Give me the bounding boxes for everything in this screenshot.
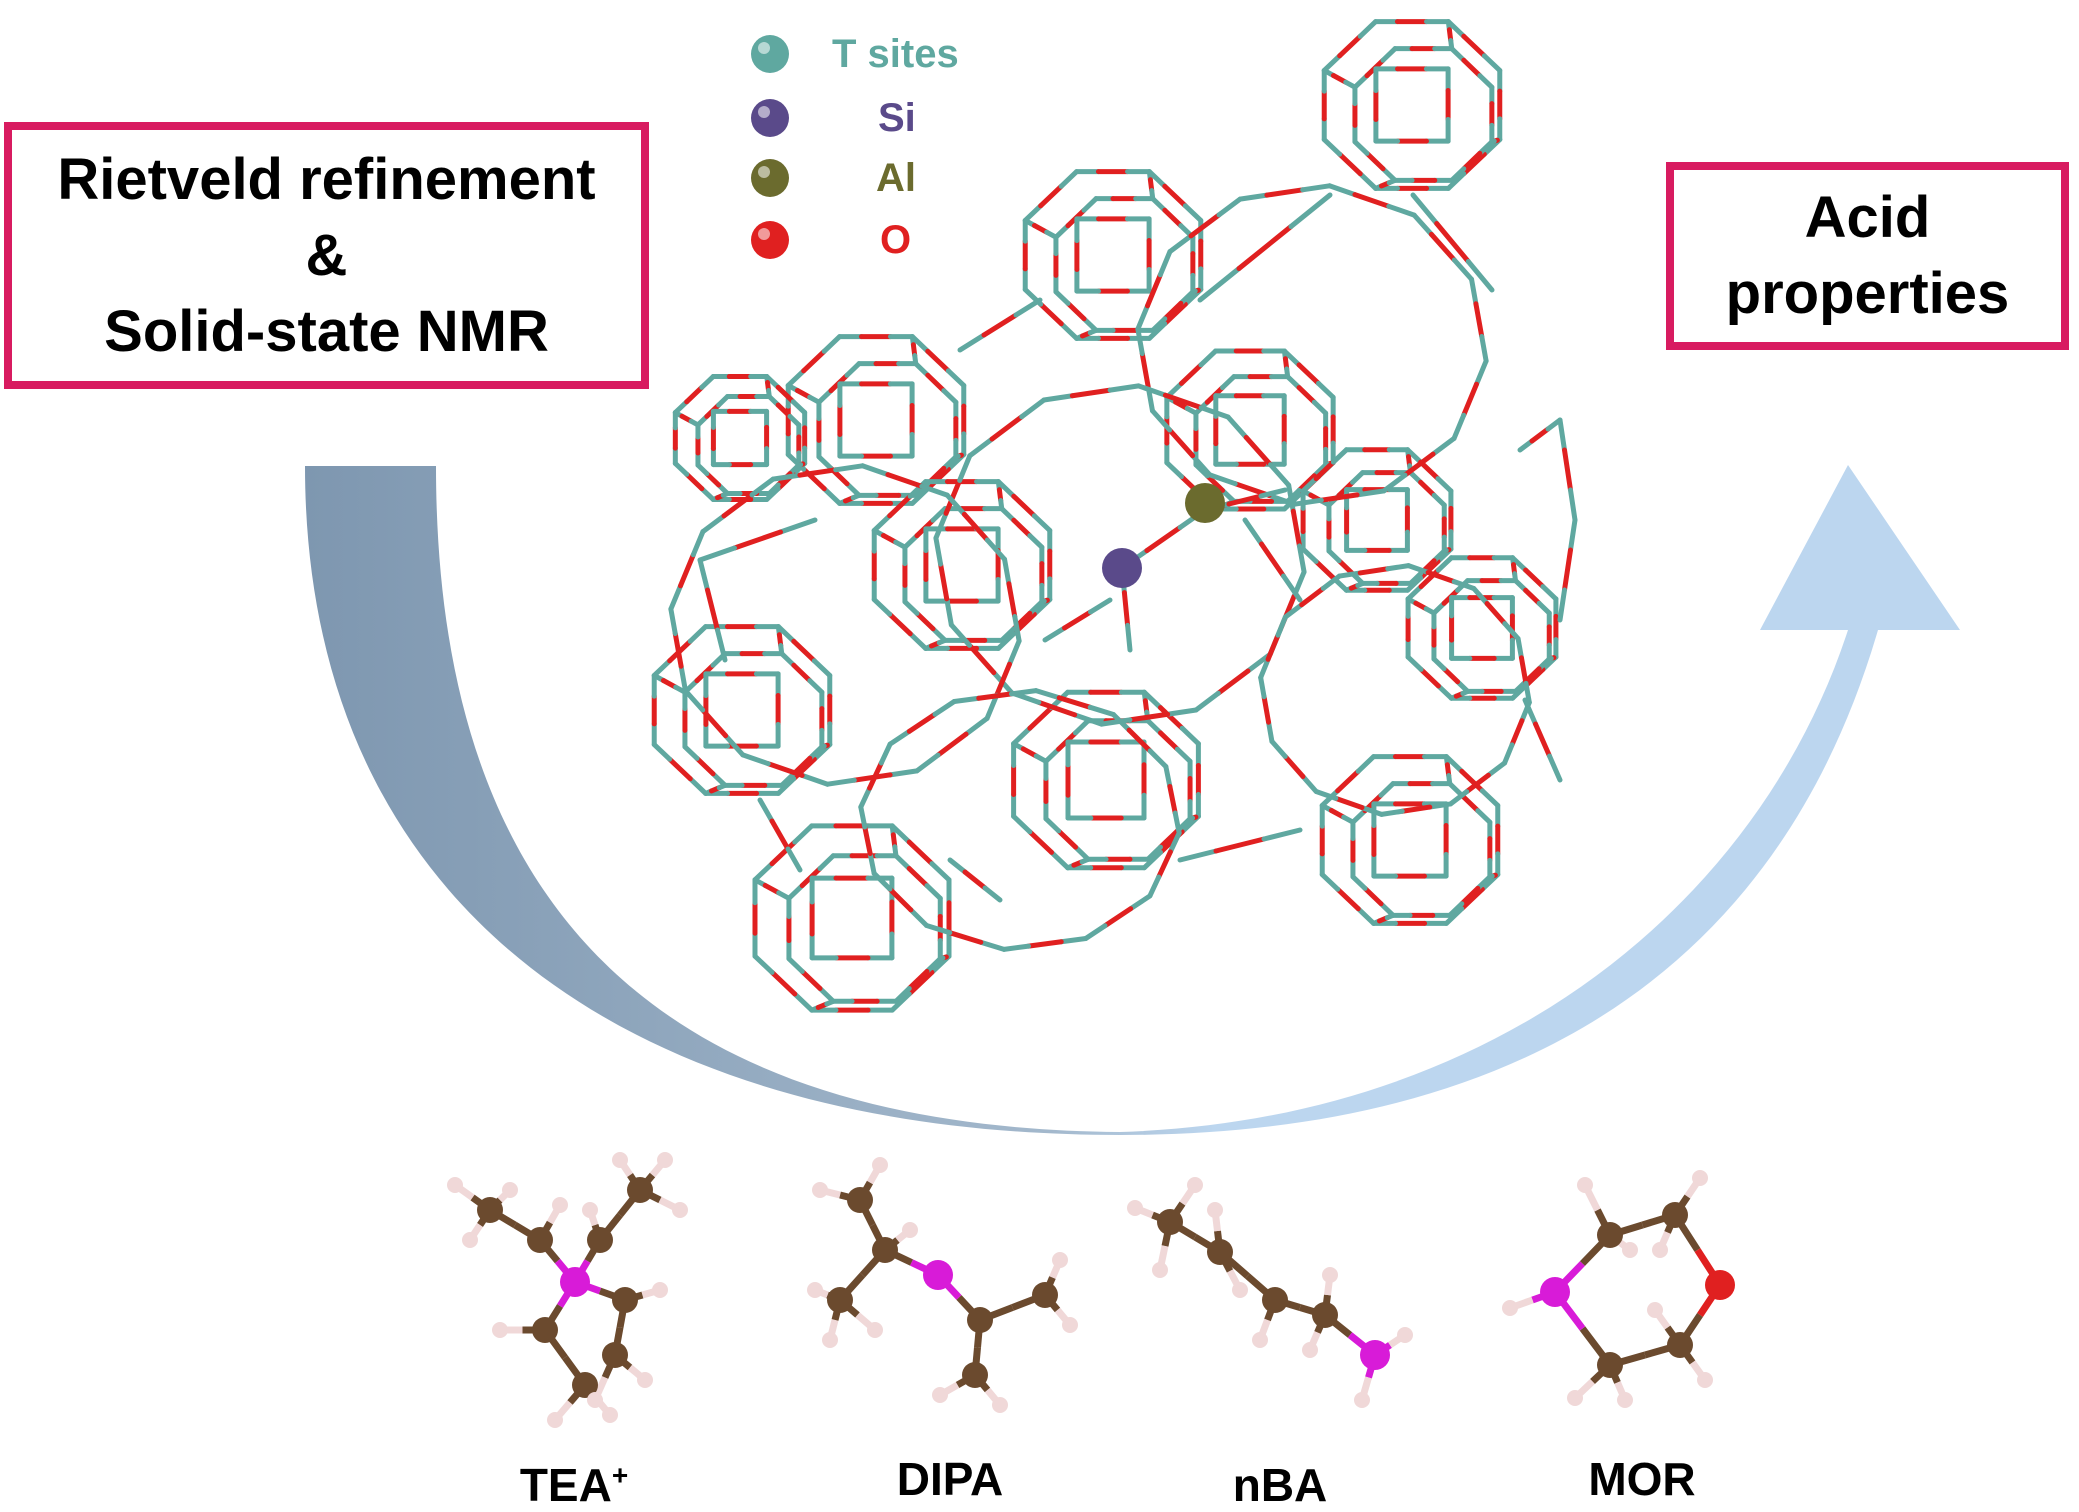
method-line-1: Rietveld refinement	[57, 146, 596, 212]
result-box: Acid properties	[1666, 162, 2069, 350]
dipa-molecule	[807, 1157, 1078, 1413]
nba-molecule	[1127, 1177, 1413, 1408]
tea-molecule	[447, 1152, 688, 1428]
method-box: Rietveld refinement & Solid-state NMR	[4, 122, 649, 389]
mor-molecule	[1502, 1170, 1735, 1408]
molecule-label-mor: MOR	[1588, 1453, 1696, 1505]
result-line-1: Acid	[1804, 185, 1931, 250]
method-line-2: &	[305, 222, 348, 288]
molecule-label-nba: nBA	[1232, 1459, 1328, 1511]
method-line-3: Solid-state NMR	[104, 298, 549, 364]
legend-label-o: O	[880, 218, 912, 262]
legend-label-si: Si	[878, 96, 916, 140]
legend-label-al: Al	[876, 156, 916, 200]
molecule-label-tea: TEA+	[519, 1459, 629, 1511]
framework-al-atom	[1185, 483, 1225, 523]
framework-si-atom	[1102, 548, 1142, 588]
legend-label-t-sites: T sites	[832, 32, 959, 76]
result-line-2: properties	[1725, 261, 2010, 326]
molecule-label-dipa: DIPA	[896, 1453, 1004, 1505]
